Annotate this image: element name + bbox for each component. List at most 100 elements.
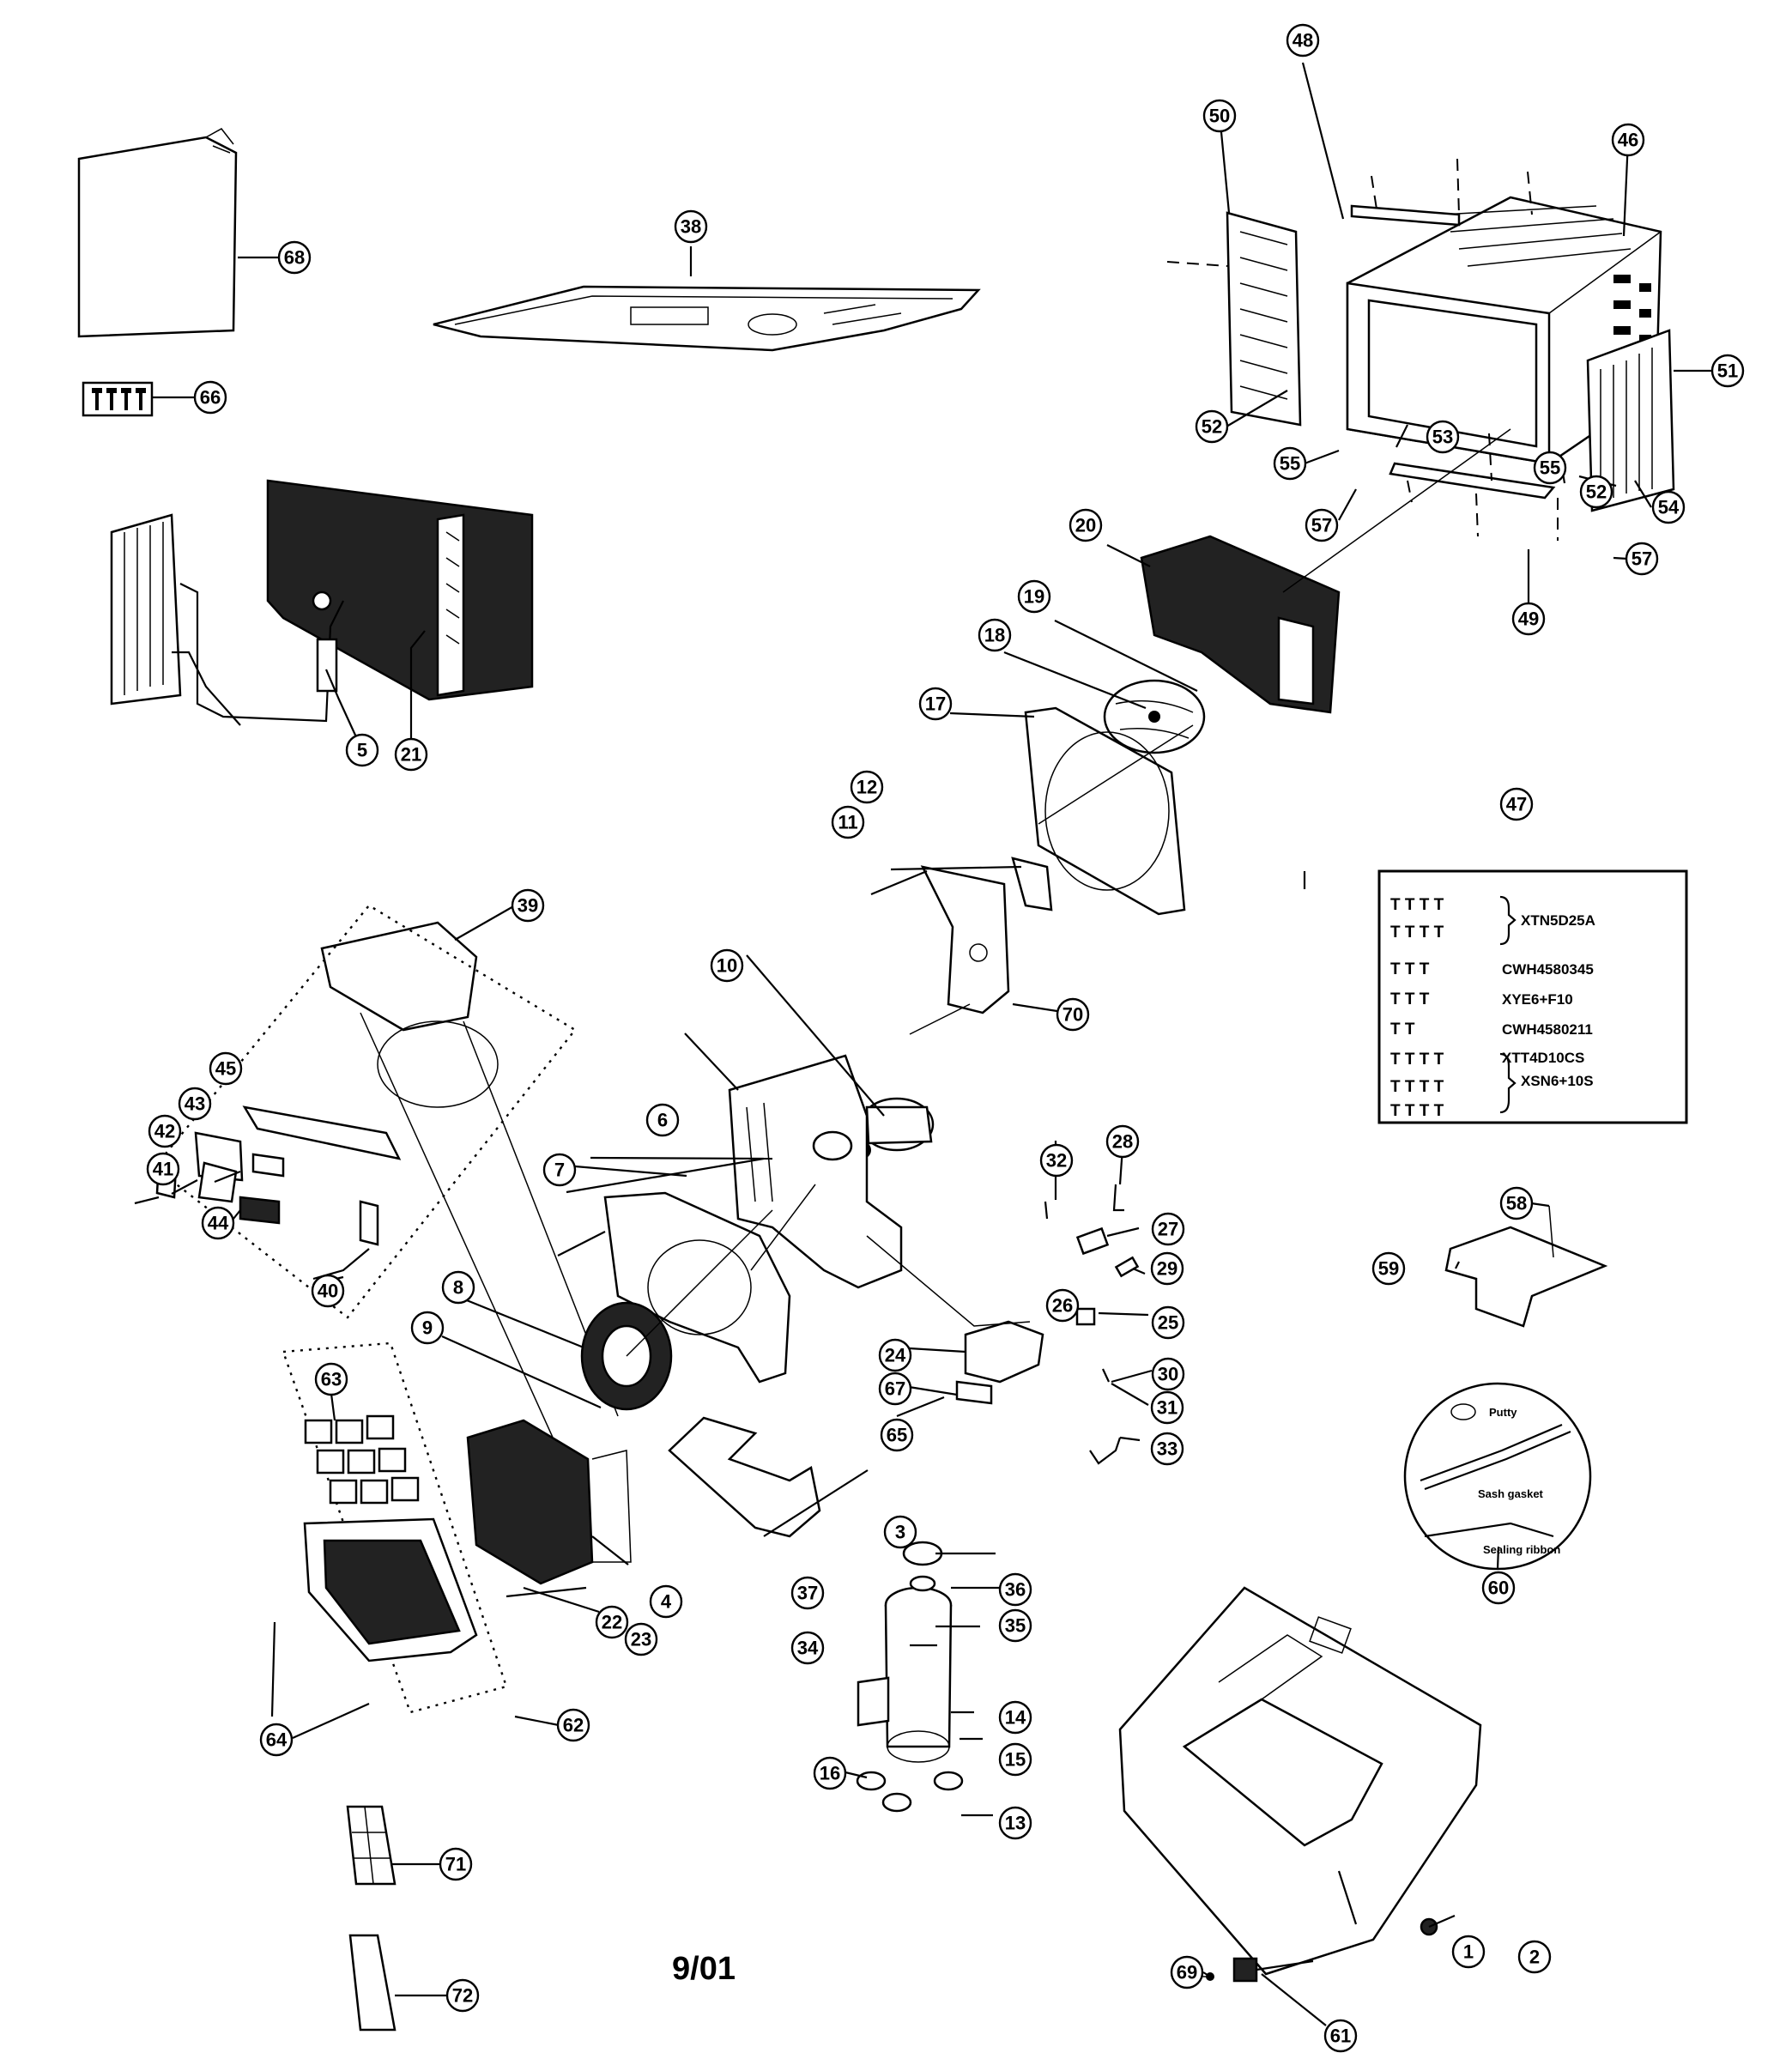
- screw-code-5: XTT4D10CS: [1502, 1050, 1584, 1066]
- svg-text:29: 29: [1157, 1258, 1178, 1280]
- callout-14: 14: [998, 1700, 1032, 1735]
- drain-pan: [668, 1416, 821, 1538]
- screw-code-1: XTN5D25A: [1521, 912, 1595, 929]
- svg-text:17: 17: [925, 693, 946, 715]
- support-bracket: [1444, 1205, 1608, 1328]
- outer-cabinet: [1346, 196, 1662, 465]
- callout-48: 48: [1286, 23, 1320, 58]
- callout-57-right: 57: [1625, 542, 1659, 576]
- callout-31: 31: [1150, 1390, 1184, 1425]
- svg-text:69: 69: [1177, 1962, 1197, 1983]
- callout-1: 1: [1451, 1935, 1486, 1969]
- callout-68: 68: [277, 240, 312, 275]
- svg-text:49: 49: [1518, 609, 1539, 630]
- callout-12: 12: [850, 770, 884, 804]
- screw-code-2: CWH4580345: [1502, 961, 1594, 978]
- svg-text:24: 24: [885, 1345, 906, 1366]
- svg-text:48: 48: [1293, 30, 1313, 51]
- svg-text:33: 33: [1157, 1438, 1178, 1460]
- svg-text:62: 62: [563, 1715, 584, 1736]
- callout-13: 13: [998, 1806, 1032, 1840]
- svg-text:12: 12: [857, 777, 877, 798]
- callout-47: 47: [1499, 787, 1534, 821]
- svg-text:22: 22: [602, 1612, 622, 1633]
- installation-kit: [1403, 1382, 1592, 1571]
- rails: [1350, 204, 1556, 500]
- svg-text:37: 37: [797, 1583, 818, 1604]
- callout-24: 24: [878, 1338, 912, 1372]
- screw-code-3: XYE6+F10: [1502, 991, 1573, 1008]
- callout-7: 7: [542, 1153, 577, 1187]
- callout-10: 10: [710, 948, 744, 983]
- callout-55-left: 55: [1273, 446, 1307, 481]
- callout-43: 43: [178, 1087, 212, 1121]
- callout-29: 29: [1150, 1251, 1184, 1286]
- svg-text:42: 42: [154, 1121, 175, 1142]
- svg-text:23: 23: [631, 1629, 651, 1650]
- callout-57-left: 57: [1305, 508, 1339, 542]
- svg-text:59: 59: [1378, 1258, 1399, 1280]
- callout-5: 5: [345, 733, 379, 767]
- fan-shroud: [1024, 706, 1186, 916]
- callout-67: 67: [878, 1372, 912, 1406]
- svg-text:51: 51: [1717, 360, 1738, 382]
- callout-36: 36: [998, 1572, 1032, 1607]
- callout-70: 70: [1056, 997, 1090, 1032]
- callout-62: 62: [556, 1708, 590, 1742]
- svg-text:27: 27: [1158, 1219, 1178, 1240]
- callout-60: 60: [1481, 1571, 1516, 1605]
- callout-26: 26: [1045, 1288, 1080, 1323]
- svg-text:55: 55: [1280, 453, 1300, 475]
- callout-55-right: 55: [1533, 451, 1567, 485]
- callout-66: 66: [193, 380, 227, 415]
- callout-16: 16: [813, 1756, 847, 1790]
- svg-text:T T T T: T T T T: [1390, 923, 1444, 942]
- callout-42: 42: [148, 1114, 182, 1148]
- front-grille: [282, 1341, 508, 1714]
- assembly-lines: [153, 158, 1559, 1357]
- callouts: 1 2 3 4 5 6 7 8 9 10 11 12 13 14 15 16 1…: [146, 23, 1745, 2053]
- svg-text:13: 13: [1005, 1813, 1026, 1834]
- blower-scroll-housing: [320, 921, 619, 1469]
- motor-bracket: [920, 857, 1053, 1014]
- terminal-block: [1197, 1957, 1258, 1983]
- callout-20: 20: [1069, 508, 1103, 542]
- callout-71: 71: [439, 1847, 473, 1881]
- svg-text:53: 53: [1432, 427, 1453, 448]
- top-plate: [433, 285, 981, 352]
- callout-9: 9: [410, 1311, 445, 1345]
- callout-2: 2: [1517, 1940, 1552, 1974]
- svg-text:6: 6: [657, 1110, 668, 1131]
- svg-text:52: 52: [1586, 481, 1607, 503]
- filter-pieces: [346, 1805, 397, 2032]
- refrigerant-coil-assembly: [110, 479, 534, 726]
- callout-59: 59: [1371, 1251, 1406, 1286]
- svg-text:60: 60: [1488, 1578, 1509, 1599]
- screw-bag-table: T T T T T T T T T T T T T T T T T T T T …: [1377, 869, 1688, 1124]
- svg-text:16: 16: [820, 1763, 840, 1784]
- svg-text:61: 61: [1330, 2026, 1351, 2047]
- callout-4: 4: [649, 1584, 683, 1619]
- callout-61: 61: [1323, 2019, 1358, 2053]
- svg-text:18: 18: [984, 625, 1005, 646]
- sash-gasket-label: Sash gasket: [1478, 1487, 1544, 1500]
- partition-panel: [728, 1054, 903, 1289]
- callout-52-left: 52: [1195, 409, 1229, 444]
- callout-51: 51: [1710, 354, 1745, 388]
- callout-3: 3: [883, 1515, 917, 1549]
- svg-text:4: 4: [661, 1591, 672, 1613]
- callout-69: 69: [1170, 1955, 1204, 1989]
- svg-text:34: 34: [797, 1638, 819, 1659]
- svg-text:T T T: T T T: [1390, 990, 1430, 1008]
- svg-text:40: 40: [318, 1281, 338, 1302]
- svg-text:T T T T: T T T T: [1390, 896, 1444, 914]
- screw-code-4: CWH4580211: [1502, 1021, 1593, 1038]
- svg-text:5: 5: [357, 740, 367, 761]
- svg-text:2: 2: [1529, 1947, 1540, 1968]
- side-curtain-left: [1226, 211, 1302, 427]
- svg-text:38: 38: [681, 216, 701, 238]
- callout-32: 32: [1039, 1143, 1074, 1178]
- sealing-ribbon-label: Sealing ribbon: [1483, 1543, 1560, 1556]
- svg-text:26: 26: [1052, 1295, 1073, 1317]
